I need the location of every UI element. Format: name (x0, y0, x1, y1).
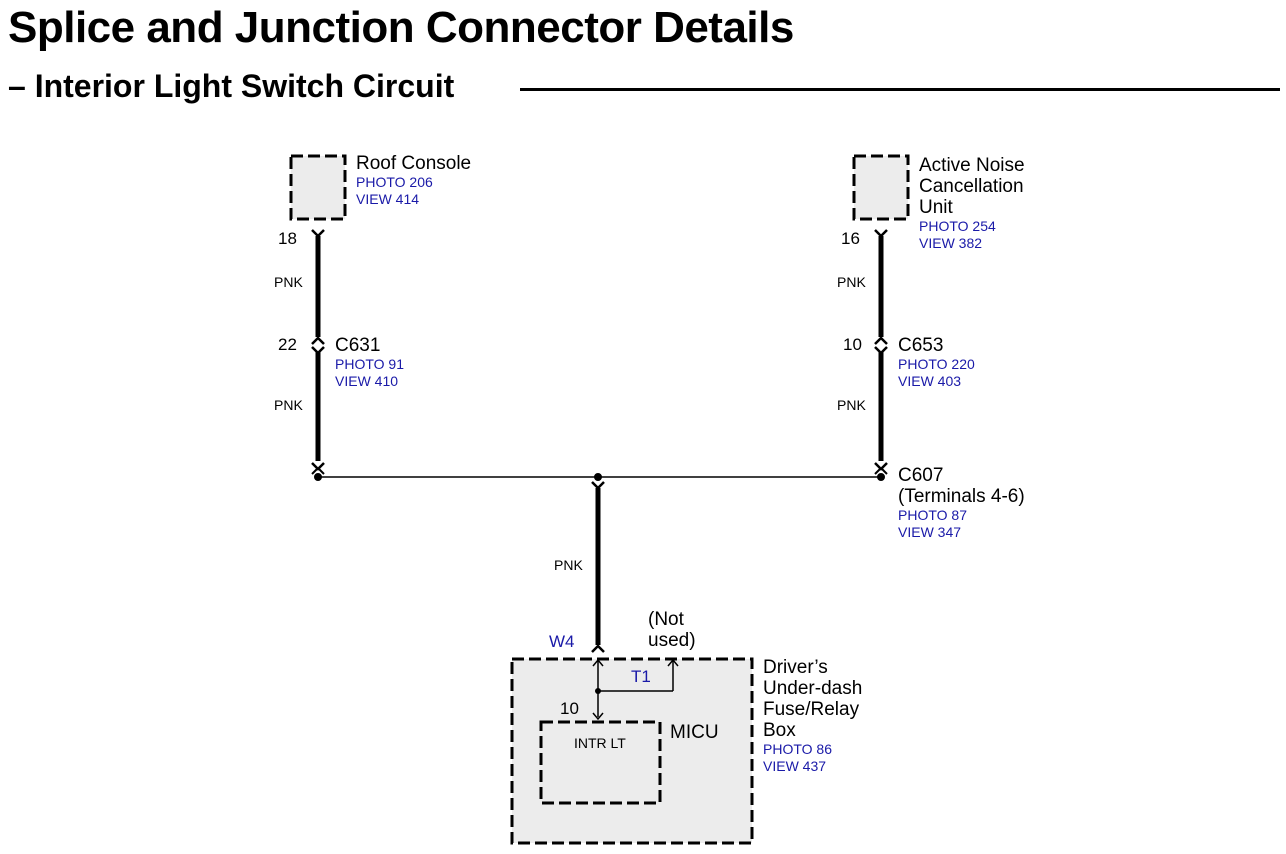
subtitle-rule (520, 88, 1280, 91)
fuse-box-view-link[interactable]: VIEW 437 (763, 758, 827, 774)
anc-unit-name-line1: Active Noise (919, 155, 1025, 176)
micu-label: MICU (670, 722, 719, 743)
fuse-box-name-line2: Under-dash (763, 678, 863, 699)
w4-label: W4 (549, 632, 575, 651)
wire-color-center: PNK (554, 557, 583, 573)
c631-name: C631 (335, 335, 381, 356)
c607-name: C607 (898, 465, 944, 486)
center-wire (591, 481, 605, 653)
anc-unit-box (852, 154, 910, 221)
junction-bus (314, 473, 885, 481)
wire-color-right-lower: PNK (837, 397, 866, 413)
c653-pin: 10 (843, 335, 862, 354)
anc-unit-photo-link[interactable]: PHOTO 254 (919, 218, 996, 234)
roof-console-label: Roof Console PHOTO 206 VIEW 414 (356, 153, 471, 208)
roof-console-view-link[interactable]: VIEW 414 (356, 191, 420, 207)
intr-lt-label: INTR LT (574, 735, 626, 751)
c653-photo-link[interactable]: PHOTO 220 (898, 356, 975, 372)
fuse-box-name-line3: Fuse/Relay (763, 699, 860, 720)
roof-console-box (289, 154, 347, 221)
c607-view-link[interactable]: VIEW 347 (898, 524, 962, 540)
roof-console-pin: 18 (278, 229, 297, 248)
not-used-line1: (Not (648, 609, 684, 630)
micu-pin: 10 (560, 699, 579, 718)
c631-pin: 22 (278, 335, 297, 354)
anc-unit-name-line2: Cancellation (919, 176, 1024, 197)
anc-unit-label: Active Noise Cancellation Unit PHOTO 254… (919, 155, 1025, 252)
fuse-box-photo-link[interactable]: PHOTO 86 (763, 741, 832, 757)
right-wire (874, 229, 888, 475)
fuse-box-name-line4: Box (763, 720, 796, 741)
micu-internal-wiring (592, 658, 679, 721)
wire-color-right-upper: PNK (837, 274, 866, 290)
c653-view-link[interactable]: VIEW 403 (898, 373, 962, 389)
not-used-label: (Not used) (648, 609, 696, 651)
intr-lt-box (539, 720, 662, 805)
anc-unit-view-link[interactable]: VIEW 382 (919, 235, 983, 251)
wire-color-left-lower: PNK (274, 397, 303, 413)
roof-console-photo-link[interactable]: PHOTO 206 (356, 174, 433, 190)
c607-detail: (Terminals 4-6) (898, 486, 1025, 507)
not-used-line2: used) (648, 630, 696, 651)
roof-console-name: Roof Console (356, 153, 472, 174)
page-title: Splice and Junction Connector Details (8, 3, 794, 52)
c631-label: C631 PHOTO 91 VIEW 410 (335, 335, 404, 390)
wire-color-left-upper: PNK (274, 274, 303, 290)
c653-label: C653 PHOTO 220 VIEW 403 (898, 335, 975, 390)
c607-photo-link[interactable]: PHOTO 87 (898, 507, 967, 523)
c631-photo-link[interactable]: PHOTO 91 (335, 356, 404, 372)
c631-view-link[interactable]: VIEW 410 (335, 373, 399, 389)
fuse-box-label: Driver’s Under-dash Fuse/Relay Box PHOTO… (763, 657, 862, 775)
t1-label: T1 (631, 667, 651, 686)
c607-label: C607 (Terminals 4-6) PHOTO 87 VIEW 347 (898, 465, 1025, 541)
anc-pin: 16 (841, 229, 860, 248)
micu-splice-dot (595, 688, 601, 694)
page-subtitle: – Interior Light Switch Circuit (8, 68, 455, 104)
left-wire (311, 229, 325, 475)
anc-unit-name-line3: Unit (919, 197, 953, 218)
c653-name: C653 (898, 335, 944, 356)
fuse-box-name-line1: Driver’s (763, 657, 828, 678)
